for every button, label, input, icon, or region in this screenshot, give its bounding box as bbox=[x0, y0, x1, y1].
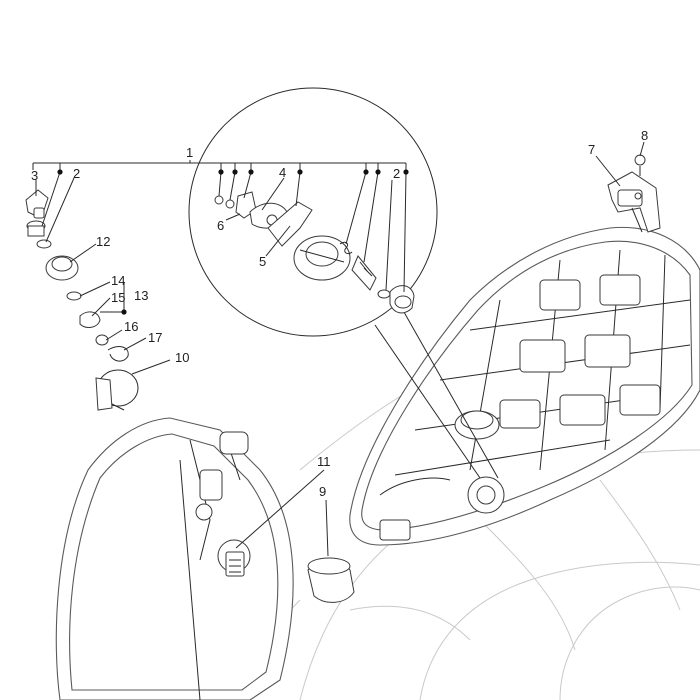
callout-16: 16 bbox=[124, 319, 138, 334]
callout-4: 4 bbox=[279, 165, 286, 180]
callout-labels: 1 3 2 4 2 6 5 7 8 12 14 15 13 16 17 10 1… bbox=[31, 128, 648, 499]
callout-14: 14 bbox=[111, 273, 125, 288]
callout-5: 5 bbox=[259, 254, 266, 269]
callout-15: 15 bbox=[111, 290, 125, 305]
callout-3: 3 bbox=[31, 168, 38, 183]
latch-assembly bbox=[607, 154, 661, 233]
callout-13: 13 bbox=[134, 288, 148, 303]
callout-9: 9 bbox=[319, 484, 326, 499]
bullet-dots bbox=[57, 169, 409, 315]
detail-magnifier bbox=[188, 87, 499, 479]
helmet-compartment bbox=[349, 226, 700, 546]
part-9-cover bbox=[307, 557, 355, 603]
leader-lines bbox=[32, 141, 645, 557]
callout-1: 1 bbox=[186, 145, 193, 160]
callout-10: 10 bbox=[175, 350, 189, 365]
callout-7: 7 bbox=[588, 142, 595, 157]
callout-2-right: 2 bbox=[393, 166, 400, 181]
magnified-parts bbox=[214, 191, 415, 314]
callout-2-left: 2 bbox=[73, 166, 80, 181]
callout-6: 6 bbox=[217, 218, 224, 233]
left-parts-cluster bbox=[25, 189, 139, 411]
part-11-switch bbox=[217, 539, 251, 577]
callout-11: 11 bbox=[317, 454, 331, 469]
callout-12: 12 bbox=[96, 234, 110, 249]
callout-17: 17 bbox=[148, 330, 162, 345]
callout-8: 8 bbox=[641, 128, 648, 143]
legshield-frame bbox=[55, 417, 294, 700]
